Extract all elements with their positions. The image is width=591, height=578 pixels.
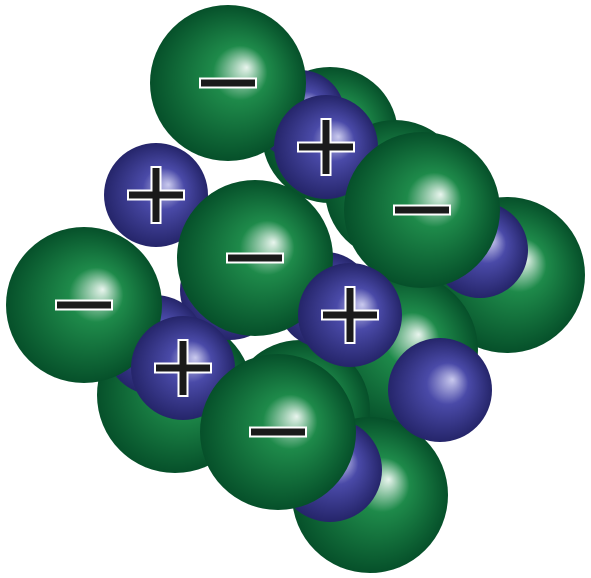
plus-sign-icon: [127, 166, 185, 224]
plus-sign-icon: [321, 286, 379, 344]
anion-sphere: [200, 354, 356, 510]
plus-sign-icon: [297, 118, 355, 176]
minus-sign-icon: [199, 77, 257, 89]
cation-ball: [388, 338, 492, 442]
cation-sphere: [298, 263, 402, 367]
minus-sign-icon: [393, 204, 451, 216]
anion-sphere: [344, 132, 500, 288]
anion-sphere: [150, 5, 306, 161]
cation-sphere: [274, 95, 378, 199]
minus-sign-icon: [226, 252, 284, 264]
cation-sphere: [388, 338, 492, 442]
minus-sign-icon: [55, 299, 113, 311]
minus-sign-icon: [249, 426, 307, 438]
cation-sphere: [104, 143, 208, 247]
anion-sphere: [177, 180, 333, 336]
cation-sphere: [131, 316, 235, 420]
anion-sphere: [6, 227, 162, 383]
plus-sign-icon: [154, 339, 212, 397]
